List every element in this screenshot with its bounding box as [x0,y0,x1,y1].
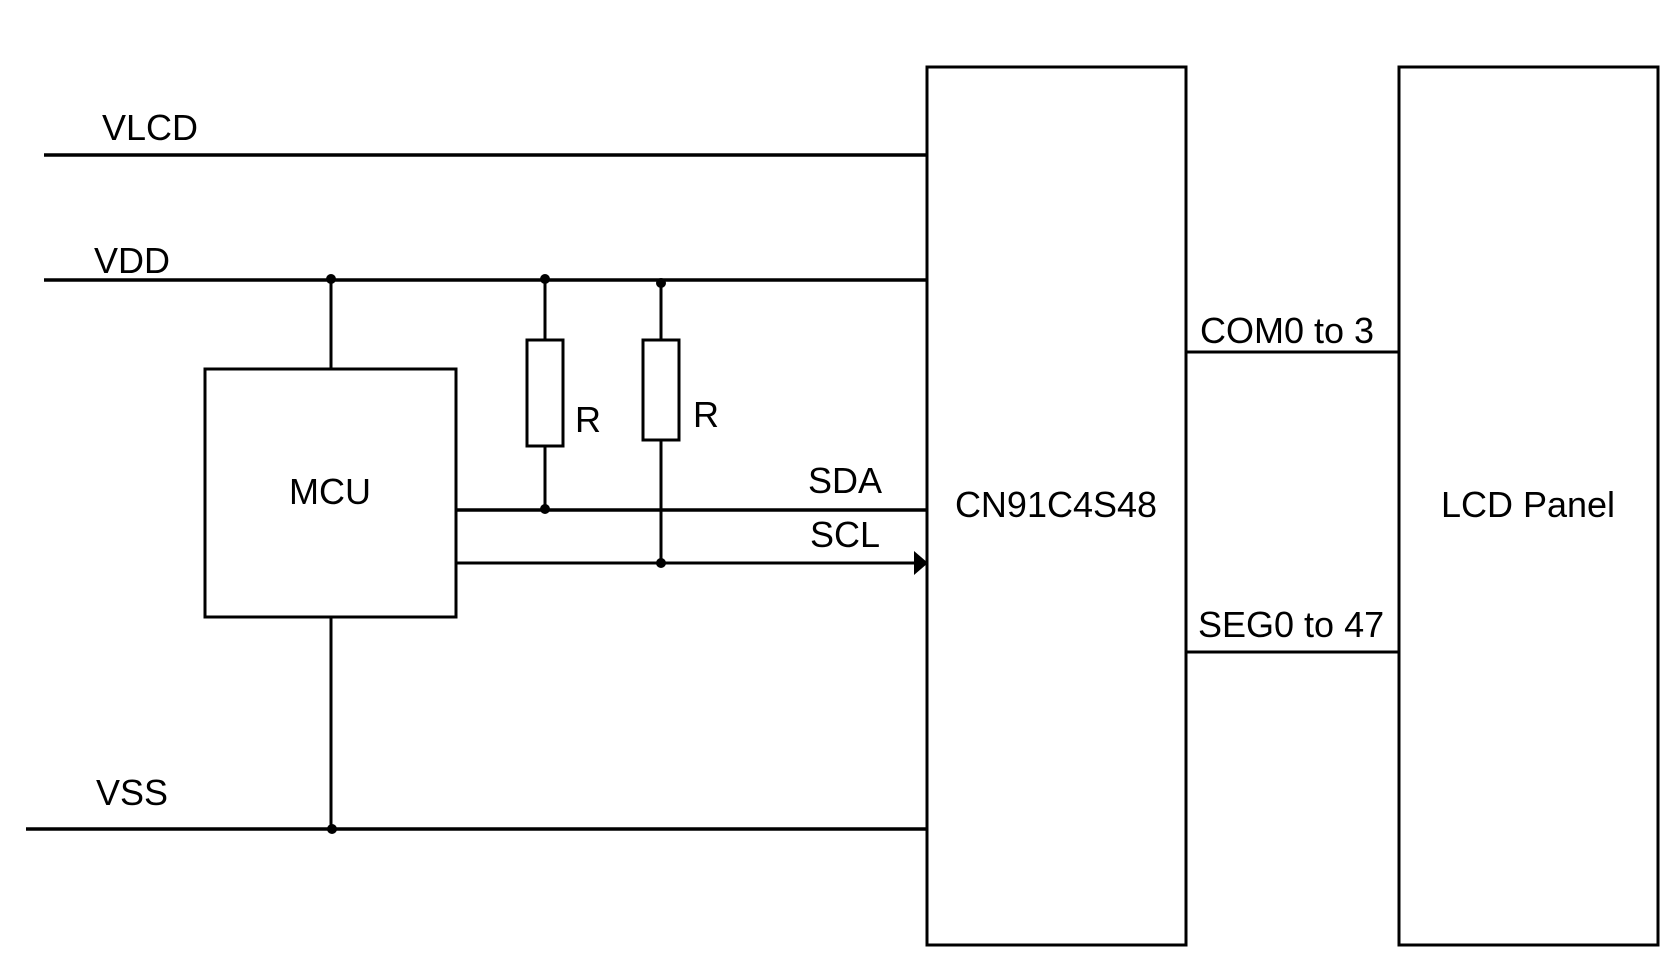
junction-dot-mcu-vss [327,824,337,834]
com-label: COM0 to 3 [1200,310,1374,351]
lcd-panel-block [1397,65,1660,947]
scl-arrow [914,551,928,575]
seg-label: SEG0 to 47 [1198,604,1384,645]
junction-dot-r1-sda [540,504,550,514]
junction-dot-r2-scl [656,558,666,568]
junction-dot-r1-vdd [540,274,550,284]
driver-block [925,65,1188,947]
scl-label: SCL [810,514,880,555]
resistor-r1 [525,338,565,448]
driver-label: CN91C4S48 [955,484,1157,525]
vdd-label: VDD [94,240,170,281]
junction-dot-r2-vdd [656,278,666,288]
junction-dot-mcu-vdd [326,274,336,284]
resistor-r2 [641,338,681,442]
mcu-block [203,367,458,619]
resistor-r2-label: R [693,394,719,435]
vss-label: VSS [96,772,168,813]
mcu-label: MCU [289,471,371,512]
vlcd-label: VLCD [102,107,198,148]
lcd-panel-label: LCD Panel [1441,484,1615,525]
sda-label: SDA [808,460,882,501]
resistor-r1-label: R [575,399,601,440]
